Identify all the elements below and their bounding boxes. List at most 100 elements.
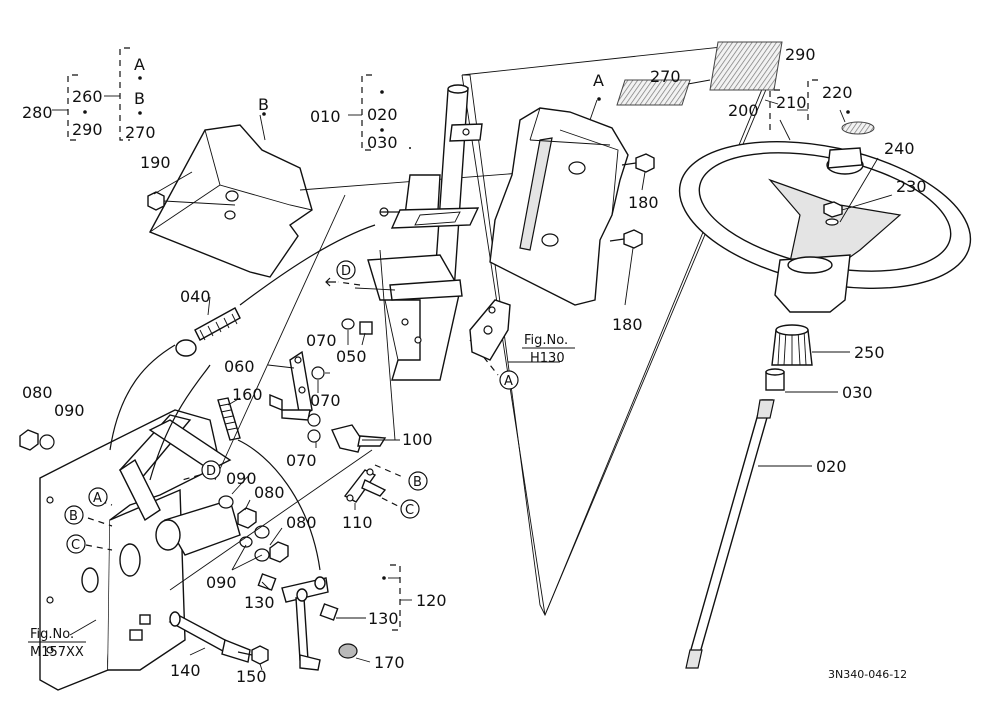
cable-pedal <box>149 364 211 481</box>
ref-b-left: B <box>64 505 84 525</box>
callout-160: 160 <box>232 385 263 404</box>
bolt-050 <box>359 321 373 335</box>
callout-140: 140 <box>170 661 201 680</box>
callout-180-upper: 180 <box>628 193 659 212</box>
callout-080-left: 080 <box>22 383 53 402</box>
callout-270-group: 270 <box>125 123 156 142</box>
dot-marker <box>409 147 411 149</box>
cover-b-letter: B <box>258 95 269 114</box>
bushing-130-left <box>257 573 277 591</box>
callout-250: 250 <box>854 343 885 362</box>
rod-140 <box>168 611 251 663</box>
cable-160 <box>237 439 321 571</box>
callout-070-a: 070 <box>306 331 337 350</box>
shaft-020 <box>685 399 775 669</box>
drawing-number: 3N340-046-12 <box>828 668 907 681</box>
ref-c-left: C <box>66 534 86 554</box>
nut-080-left <box>19 429 39 451</box>
link-line-lever-to-frame <box>169 449 373 591</box>
ref-line-c-right <box>381 497 399 507</box>
steering-column-010 <box>354 84 483 381</box>
callout-020: 020 <box>816 457 847 476</box>
callout-290-group: 290 <box>72 120 103 139</box>
washer-240 <box>825 218 839 226</box>
front-cover-a <box>489 99 629 306</box>
ref-b-right: B <box>408 471 428 491</box>
group-letter-b: B <box>134 89 145 108</box>
frame-left-edge <box>461 74 546 616</box>
callout-230: 230 <box>896 177 927 196</box>
dot-marker-a <box>597 97 601 101</box>
callout-060: 060 <box>224 357 255 376</box>
svg-text:C: C <box>71 538 80 553</box>
fig-ref-h130: Fig.No. H130 <box>522 333 575 366</box>
bolt-180-lower <box>609 229 643 249</box>
ref-line-b-right <box>374 464 406 479</box>
decal-290 <box>709 41 783 91</box>
leader-lines <box>69 79 893 671</box>
callout-130-left: 130 <box>244 593 275 612</box>
pedal-arm <box>119 419 232 522</box>
link-110 <box>343 468 387 503</box>
fig-m157-title: Fig.No. <box>30 627 74 642</box>
bushing-250 <box>771 324 813 366</box>
washer-090-right-a <box>254 525 270 539</box>
collar-030 <box>765 368 785 391</box>
callout-260: 260 <box>72 87 103 106</box>
callout-130-right: 130 <box>368 609 399 628</box>
cover-b-leader <box>259 114 266 141</box>
ref-line-b-left <box>87 517 113 527</box>
callout-170: 170 <box>374 653 405 672</box>
callout-080-mid: 080 <box>254 483 285 502</box>
callout-270-decal: 270 <box>650 67 681 86</box>
fig-ref-m157: Fig.No. M157XX <box>28 627 86 660</box>
callout-120: 120 <box>416 591 447 610</box>
dot-marker-b <box>262 112 266 116</box>
callout-040: 040 <box>180 287 211 306</box>
fig-h130-title: Fig.No. <box>524 333 568 348</box>
callout-240: 240 <box>884 139 915 158</box>
ref-line-c-left <box>85 544 113 551</box>
universal-joint-h130 <box>469 299 511 361</box>
nut-230 <box>823 201 843 218</box>
cable-040-left <box>109 344 176 451</box>
washer-070-a <box>311 366 325 380</box>
ref-line-d-left <box>181 474 201 481</box>
washer-070-c <box>307 429 321 443</box>
callout-090-left: 090 <box>54 401 85 420</box>
callout-080-right: 080 <box>286 513 317 532</box>
svg-text:C: C <box>405 503 414 518</box>
ref-c-right: C <box>400 499 420 519</box>
plate-100 <box>331 424 387 453</box>
callout-190: 190 <box>140 153 171 172</box>
callout-010: 010 <box>310 107 341 126</box>
lever-060 <box>269 350 313 421</box>
group-bracket-280 <box>52 47 142 141</box>
svg-text:D: D <box>206 464 216 479</box>
callout-030: 030 <box>842 383 873 402</box>
group-letter-a: A <box>134 55 145 74</box>
callout-030-group: 030 <box>367 133 398 152</box>
svg-text:B: B <box>413 475 422 490</box>
callout-210: 210 <box>776 93 807 112</box>
ref-d-left: D <box>201 460 221 480</box>
pedal-120 <box>281 576 329 671</box>
washer-070-b <box>307 413 321 427</box>
cover-a-letter: A <box>593 71 604 90</box>
washer-090-mid <box>218 495 234 509</box>
clip-170 <box>338 643 358 659</box>
callout-020-group: 020 <box>367 105 398 124</box>
rear-cover-b <box>149 114 313 278</box>
link-line-column-to-frame <box>214 194 346 481</box>
cap-220 <box>841 121 875 135</box>
callout-090-mid: 090 <box>226 469 257 488</box>
washer-070-d <box>341 318 355 330</box>
group-bracket-010 <box>348 74 384 151</box>
callout-200: 200 <box>728 101 759 120</box>
spring-040 <box>175 307 241 357</box>
fig-h130-number: H130 <box>530 351 565 366</box>
fig-m157-number: M157XX <box>30 645 84 660</box>
callout-220: 220 <box>822 83 853 102</box>
group-bracket-120 <box>382 564 412 631</box>
link-line-bracket <box>379 249 396 441</box>
